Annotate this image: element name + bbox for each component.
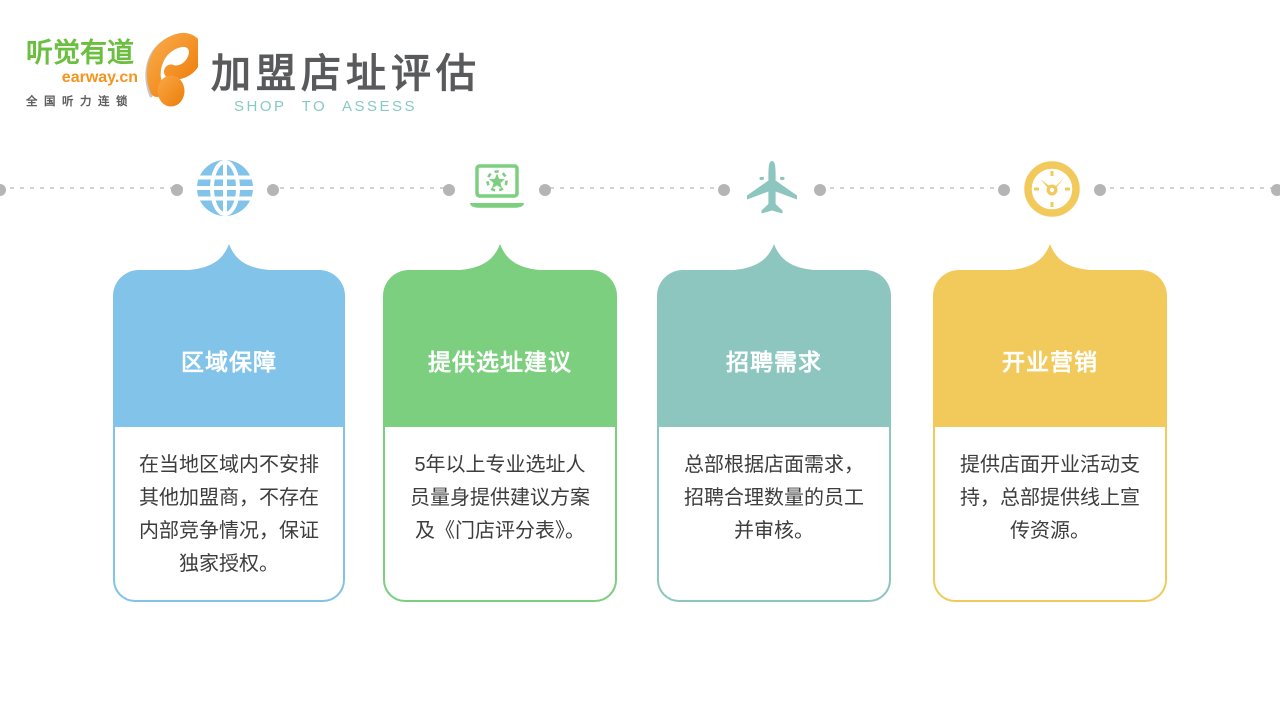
page-title: 加盟店址评估 (211, 52, 481, 96)
airplane-icon (744, 160, 800, 218)
card-title: 区域保障 (181, 348, 277, 375)
card-body: 总部根据店面需求， 招聘合理数量的员工 并审核。 (657, 427, 891, 602)
timeline-dot (171, 184, 183, 196)
page-subtitle: SHOP TO ASSESS (234, 98, 418, 115)
card-header: 区域保障 (113, 270, 345, 427)
card-pointer (460, 244, 540, 270)
brand-domain: earway.cn (61, 69, 138, 86)
card-pointer (189, 244, 269, 270)
brand-name: 听觉有道 (26, 38, 134, 68)
timeline-dot (1271, 184, 1280, 196)
card-header: 提供选址建议 (383, 270, 617, 427)
card-title: 开业营销 (1002, 348, 1098, 375)
step-card-marketing: 开业营销 提供店面开业活动支 持，总部提供线上宣 传资源。 (933, 244, 1167, 602)
globe-icon (197, 160, 253, 216)
timeline-dot (0, 184, 6, 196)
step-card-advice: 提供选址建议 5年以上专业选址人 员量身提供建议方案 及《门店评分表》。 (383, 244, 617, 602)
timeline-dot (267, 184, 279, 196)
timeline-dashed-line (0, 187, 1280, 189)
timeline-dot (718, 184, 730, 196)
clock-icon (1024, 161, 1080, 217)
timeline-dot (998, 184, 1010, 196)
card-header: 开业营销 (933, 270, 1167, 427)
card-text: 总部根据店面需求， 招聘合理数量的员工 并审核。 (684, 454, 864, 542)
card-body: 在当地区域内不安排 其他加盟商，不存在 内部竞争情况，保证 独家授权。 (113, 427, 345, 602)
card-title: 提供选址建议 (428, 348, 572, 375)
card-text: 提供店面开业活动支 持，总部提供线上宣 传资源。 (960, 454, 1140, 542)
card-text: 5年以上专业选址人 员量身提供建议方案 及《门店评分表》。 (410, 454, 590, 542)
card-header: 招聘需求 (657, 270, 891, 427)
timeline-icon-mask (455, 158, 539, 220)
card-body: 提供店面开业活动支 持，总部提供线上宣 传资源。 (933, 427, 1167, 602)
step-card-recruit: 招聘需求 总部根据店面需求， 招聘合理数量的员工 并审核。 (657, 244, 891, 602)
laptop-star-icon (464, 163, 530, 213)
card-body: 5年以上专业选址人 员量身提供建议方案 及《门店评分表》。 (383, 427, 617, 602)
timeline-dot (814, 184, 826, 196)
step-card-region: 区域保障 在当地区域内不安排 其他加盟商，不存在 内部竞争情况，保证 独家授权。 (113, 244, 345, 602)
brand-logo: 听觉有道 earway.cn 全国听力连锁 (26, 38, 138, 109)
card-title: 招聘需求 (726, 348, 822, 375)
timeline-dot (443, 184, 455, 196)
timeline-dot (1094, 184, 1106, 196)
card-text: 在当地区域内不安排 其他加盟商，不存在 内部竞争情况，保证 独家授权。 (139, 454, 319, 575)
card-pointer (734, 244, 814, 270)
card-pointer (1010, 244, 1090, 270)
brand-swoosh-icon (145, 33, 198, 107)
timeline-dot (539, 184, 551, 196)
brand-tagline: 全国听力连锁 (26, 96, 134, 108)
